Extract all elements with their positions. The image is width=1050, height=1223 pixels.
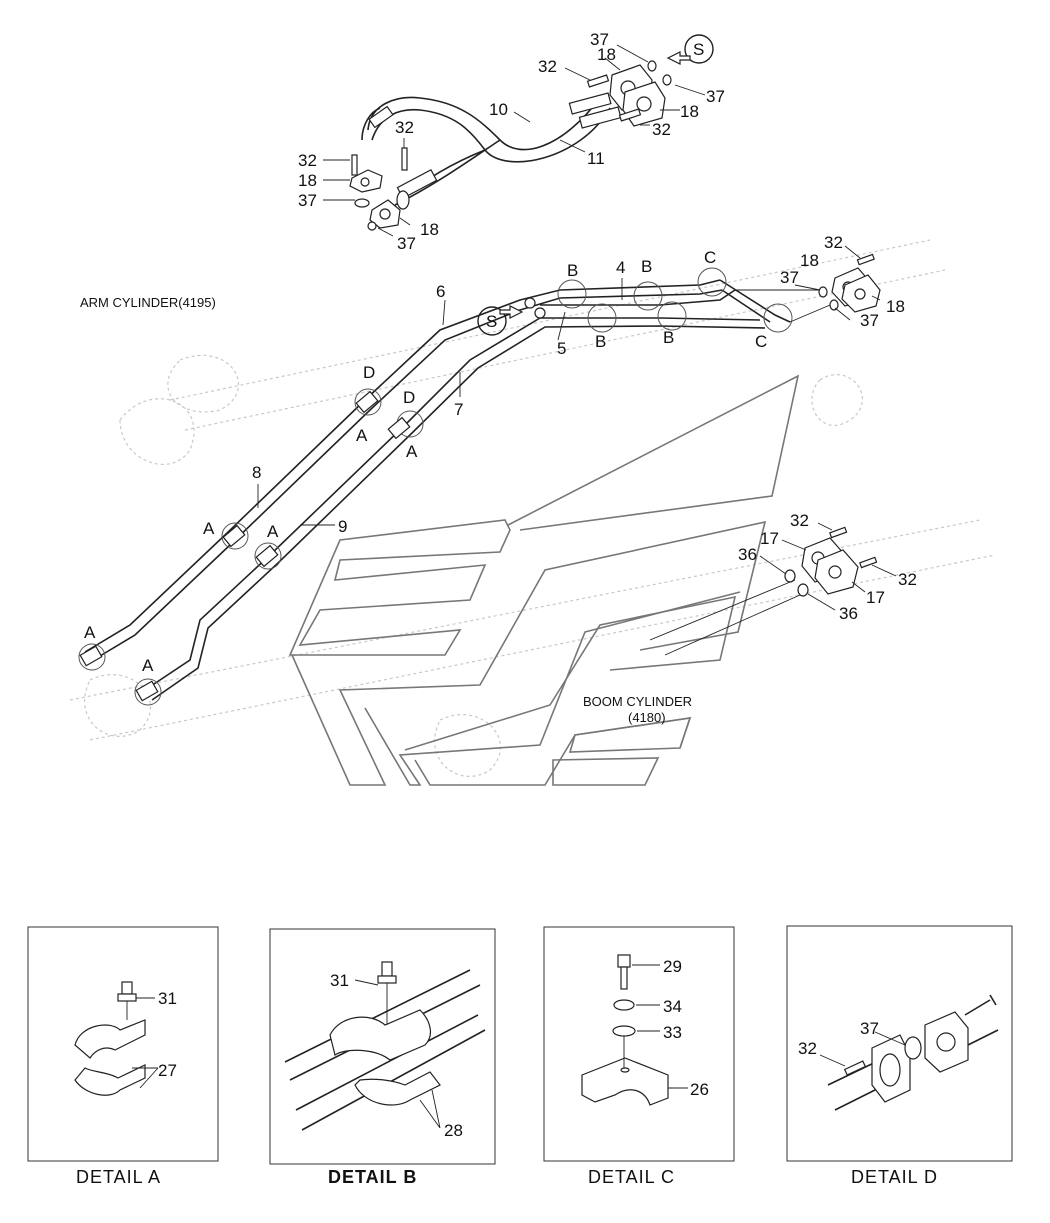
callout-b: B xyxy=(595,332,606,351)
flange-group-top-right xyxy=(586,60,672,127)
callout-c: C xyxy=(704,248,716,267)
callout-a: A xyxy=(203,519,215,538)
callout-c: C xyxy=(755,332,767,351)
callout-37: 37 xyxy=(860,1019,879,1038)
callout-37: 37 xyxy=(397,234,416,253)
boom-structure xyxy=(288,374,800,786)
callout-a: A xyxy=(356,426,368,445)
callout-37: 37 xyxy=(590,30,609,49)
callout-a: A xyxy=(142,656,154,675)
callout-31: 31 xyxy=(158,989,177,1008)
callout-11: 11 xyxy=(587,149,605,168)
detail-a-title: DETAIL A xyxy=(76,1167,161,1187)
callout-32: 32 xyxy=(798,1039,817,1058)
callout-32: 32 xyxy=(790,511,809,530)
section-s-label: S xyxy=(693,40,704,59)
callout-18: 18 xyxy=(886,297,905,316)
callout-32: 32 xyxy=(395,118,414,137)
callout-9: 9 xyxy=(338,517,347,536)
clamp-markers xyxy=(78,267,793,706)
callout-36: 36 xyxy=(839,604,858,623)
callout-32: 32 xyxy=(824,233,843,252)
callout-37: 37 xyxy=(780,268,799,287)
callout-a: A xyxy=(84,623,96,642)
callout-37: 37 xyxy=(706,87,725,106)
detail-d-panel: 32 37 xyxy=(786,925,1013,1162)
callout-37: 37 xyxy=(298,191,317,210)
callout-32: 32 xyxy=(652,120,671,139)
section-s-label: S xyxy=(486,312,497,331)
callout-10: 10 xyxy=(489,100,508,119)
callout-18: 18 xyxy=(420,220,439,239)
callout-34: 34 xyxy=(663,997,682,1016)
callout-28: 28 xyxy=(444,1121,463,1140)
callout-17: 17 xyxy=(866,588,885,607)
callout-37: 37 xyxy=(860,311,879,330)
section-s-markers xyxy=(477,34,714,336)
arm-cylinder-label: ARM CYLINDER(4195) xyxy=(80,295,216,310)
callout-26: 26 xyxy=(690,1080,709,1099)
callout-7: 7 xyxy=(454,400,463,419)
detail-b-panel: 31 28 xyxy=(269,928,496,1165)
callout-a: A xyxy=(406,442,418,461)
callout-18: 18 xyxy=(800,251,819,270)
callout-b: B xyxy=(567,261,578,280)
callout-32: 32 xyxy=(898,570,917,589)
detail-d-title: DETAIL D xyxy=(851,1167,938,1187)
flange-group-right xyxy=(735,253,881,323)
callout-29: 29 xyxy=(663,957,682,976)
boom-cylinder-label: BOOM CYLINDER xyxy=(583,694,692,709)
callout-5: 5 xyxy=(557,339,566,358)
callout-a: A xyxy=(267,522,279,541)
detail-c-title: DETAIL C xyxy=(588,1167,675,1187)
detail-b-title: DETAIL B xyxy=(328,1167,417,1187)
callout-18: 18 xyxy=(680,102,699,121)
callout-b: B xyxy=(663,328,674,347)
callout-d: D xyxy=(403,388,415,407)
callout-b: B xyxy=(641,257,652,276)
callout-d: D xyxy=(363,363,375,382)
callout-32: 32 xyxy=(298,151,317,170)
callouts-main: 37 32 18 37 18 32 10 11 32 32 18 37 18 3… xyxy=(84,30,917,675)
hose-assembly-top xyxy=(361,92,622,210)
callout-27: 27 xyxy=(158,1061,177,1080)
flange-group-boom xyxy=(649,526,878,656)
callout-18: 18 xyxy=(597,45,616,64)
callout-17: 17 xyxy=(760,529,779,548)
callout-32: 32 xyxy=(538,57,557,76)
detail-a-panel: 31 27 xyxy=(27,926,219,1162)
callout-4: 4 xyxy=(616,258,625,277)
callout-6: 6 xyxy=(436,282,445,301)
callout-31: 31 xyxy=(330,971,349,990)
ghost-cylinders xyxy=(69,239,996,777)
pipe-lines-main xyxy=(84,279,791,701)
callout-18: 18 xyxy=(298,171,317,190)
leader-lines xyxy=(257,44,897,611)
detail-c-panel: 29 34 33 26 xyxy=(543,926,735,1162)
boom-cylinder-code: (4180) xyxy=(628,710,666,725)
flange-group-top-left xyxy=(349,147,408,231)
callout-8: 8 xyxy=(252,463,261,482)
callout-33: 33 xyxy=(663,1023,682,1042)
callout-36: 36 xyxy=(738,545,757,564)
